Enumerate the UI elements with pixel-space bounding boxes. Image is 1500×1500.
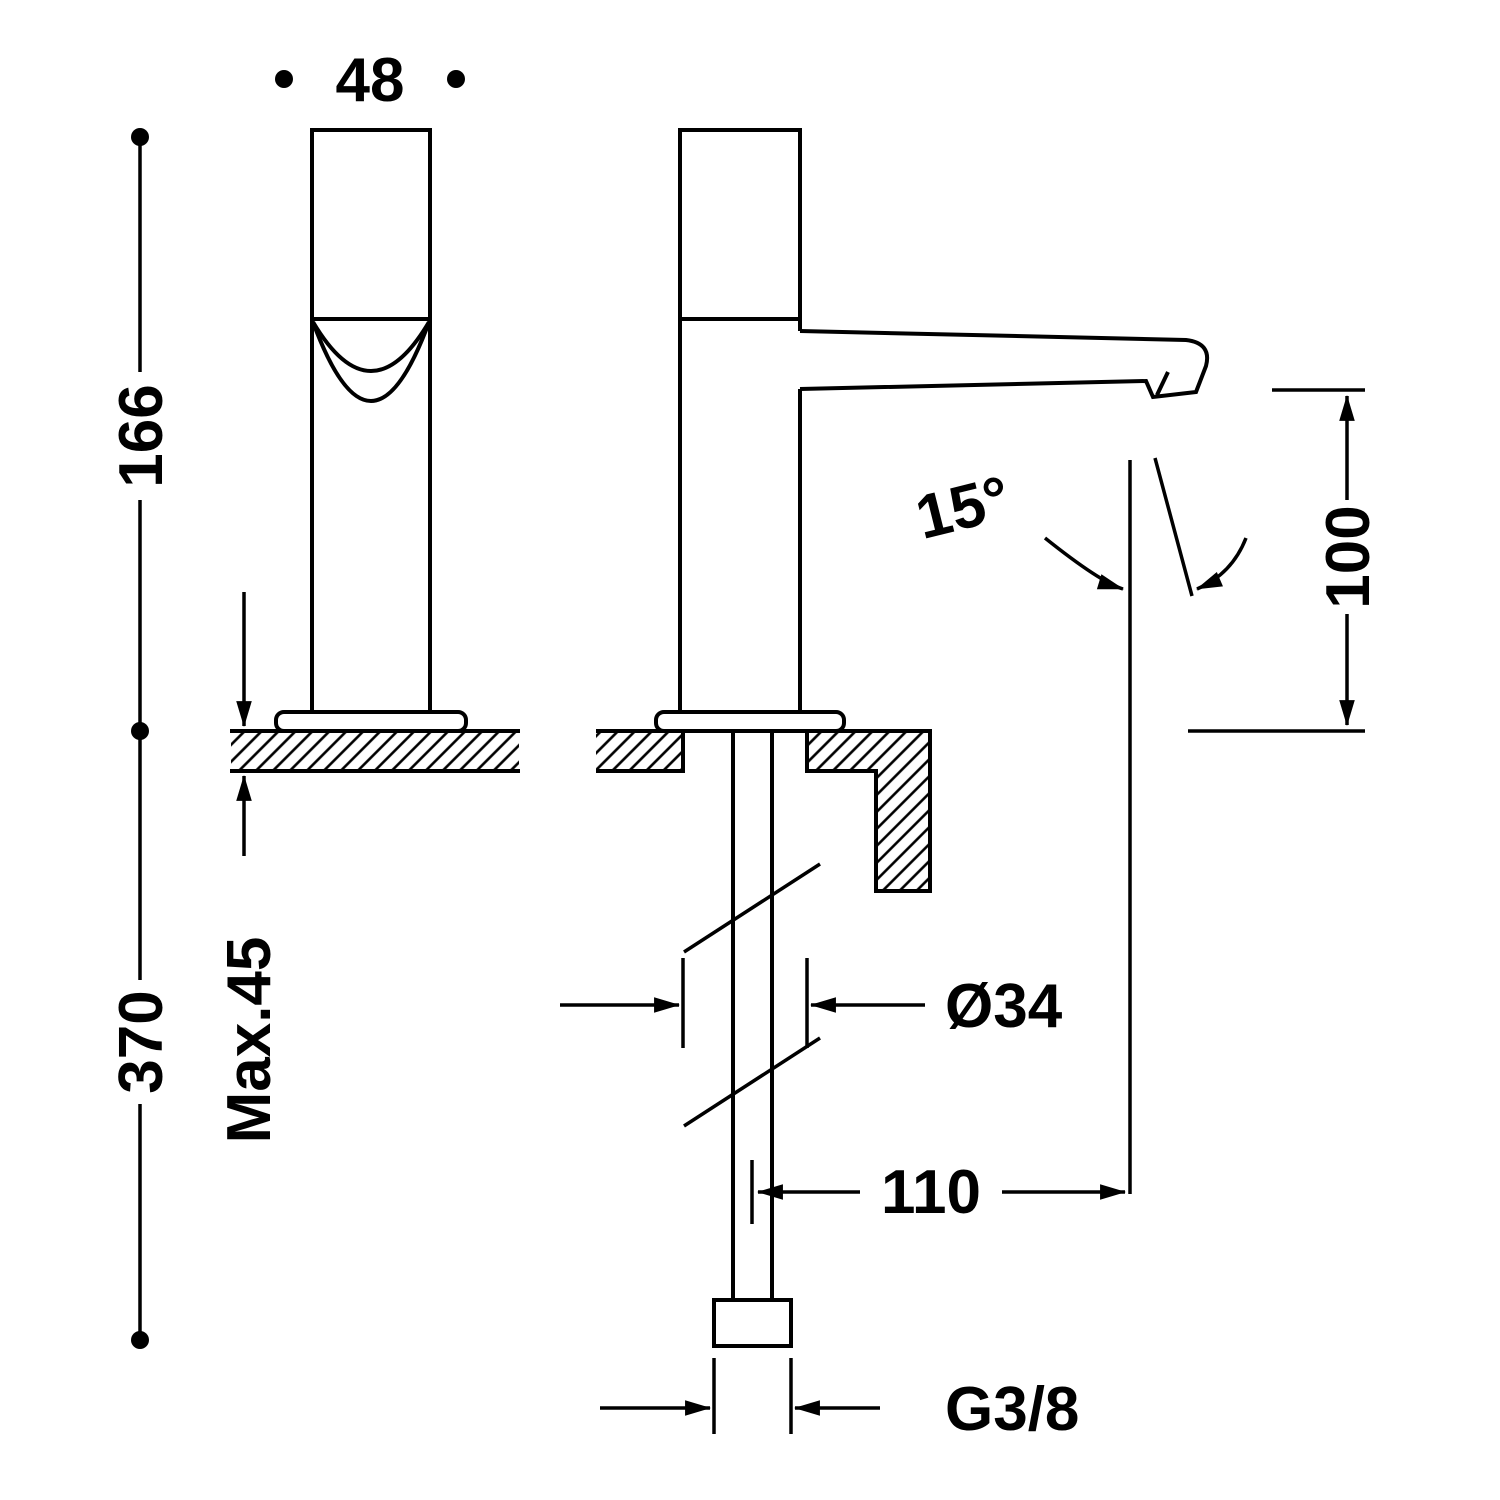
side-body-outline — [678, 128, 802, 712]
side-view — [596, 128, 1209, 1348]
label-outlet-height: 100 — [1314, 505, 1383, 608]
dim-max-deck-thickness: Max.45 — [215, 592, 284, 1143]
front-view — [230, 128, 520, 773]
dim-heights: 166 370 — [107, 128, 176, 1349]
label-body-height: 166 — [107, 384, 176, 487]
label-spout-angle: 15° — [909, 463, 1017, 553]
label-max-deck-thickness: Max.45 — [215, 937, 284, 1144]
front-body-outline — [310, 128, 432, 714]
dim-outlet-height: 100 — [1188, 388, 1383, 733]
dim-dot — [447, 70, 465, 88]
dim-dot — [131, 128, 149, 146]
supply-pipe — [683, 733, 821, 1348]
dim-body-width: 48 — [275, 46, 465, 115]
side-counter-left-outline — [596, 729, 685, 773]
side-counter-hatch-left — [596, 732, 682, 770]
side-counter-section — [596, 729, 932, 893]
dim-dot — [275, 70, 293, 88]
dim-hole-diameter: Ø34 — [560, 958, 1063, 1048]
front-spout-mouth-inner — [311, 320, 431, 373]
side-spout-outline — [799, 329, 1209, 400]
dim-dot — [131, 1331, 149, 1349]
front-spout-mouth-outer — [311, 321, 431, 403]
dim-inlet-thread: G3/8 — [600, 1358, 1079, 1444]
side-counter-right-outline — [805, 729, 932, 893]
side-counter-hatch-right — [808, 732, 929, 890]
angle-arc-left — [1043, 536, 1124, 591]
label-hole-diameter: Ø34 — [945, 972, 1063, 1041]
pipe-break-mark-lower — [683, 1036, 821, 1128]
spout-angle-line — [1153, 457, 1194, 597]
spout-aerator-detail — [1155, 371, 1170, 396]
side-base-flange — [654, 710, 846, 733]
inlet-thread-fitting — [712, 1298, 793, 1348]
front-counter-hatch — [231, 732, 519, 770]
dim-dot — [131, 722, 149, 740]
label-inlet-thread: G3/8 — [945, 1375, 1079, 1444]
label-total-height: 370 — [107, 990, 176, 1093]
dim-spout-angle: 15° — [909, 457, 1248, 1194]
front-counter-section — [230, 729, 520, 773]
pipe-break-mark-upper — [683, 862, 821, 954]
angle-arc-right — [1196, 537, 1248, 591]
front-base-flange — [274, 710, 468, 733]
dim-spout-reach: 110 — [750, 1158, 1127, 1227]
label-spout-reach: 110 — [881, 1158, 981, 1227]
label-body-width: 48 — [336, 46, 405, 115]
